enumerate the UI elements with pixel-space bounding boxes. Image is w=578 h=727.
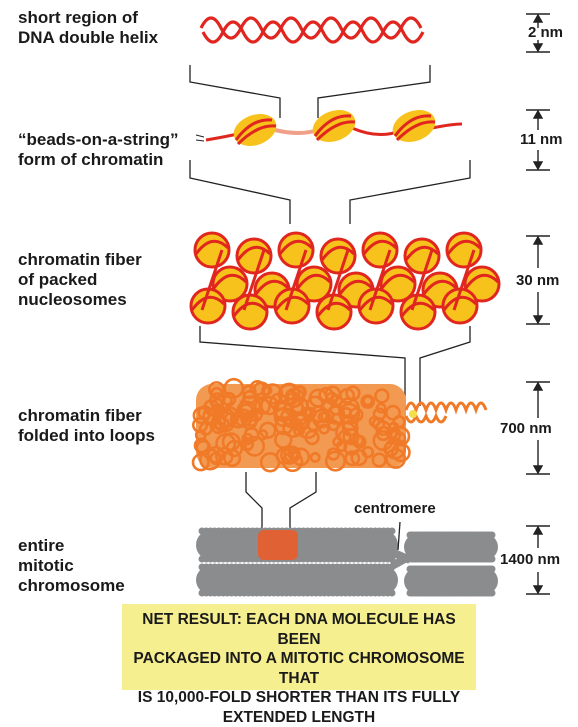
nucleosome-3 — [392, 110, 436, 142]
scale-30nm: 30 nm — [516, 272, 560, 289]
connector-lines-4 — [245, 472, 317, 528]
fiber-nucleosome — [295, 265, 333, 303]
centromere-pointer — [397, 521, 401, 551]
nucleosome-2 — [312, 110, 356, 142]
fiber-nucleosome — [315, 293, 353, 331]
fiber-nucleosome — [463, 265, 501, 303]
connector-lines-3 — [199, 326, 471, 406]
scale-700nm: 700 nm — [500, 420, 552, 437]
dna-double-helix — [199, 14, 425, 46]
chromatin-packaging-diagram — [189, 13, 550, 597]
fiber-nucleosome — [231, 293, 269, 331]
centromere-label: centromere — [354, 500, 436, 517]
fiber-nucleosome — [277, 231, 315, 269]
scale-bars — [526, 13, 550, 595]
chromatin-loops — [191, 377, 488, 473]
fiber-nucleosome — [211, 265, 249, 303]
mitotic-chromosome — [196, 527, 498, 597]
nucleosome-1 — [233, 114, 277, 146]
fiber-nucleosome — [193, 231, 231, 269]
dna-strand-b — [201, 20, 425, 44]
fiber-nucleosome — [361, 231, 399, 269]
scale-11nm: 11 nm — [520, 131, 563, 148]
net-result-box: NET RESULT: EACH DNA MOLECULE HAS BEEN P… — [122, 604, 476, 726]
fiber-nucleosome — [399, 293, 437, 331]
nucleosome-fiber-30nm — [189, 231, 501, 331]
fiber-nucleosome — [319, 237, 357, 275]
fiber-nucleosome — [235, 237, 273, 275]
label-beads-on-a-string: “beads-on-a-string”form of chromatin — [18, 130, 179, 169]
connector-lines-1 — [189, 65, 431, 118]
scale-1400nm: 1400 nm — [500, 551, 561, 568]
fiber-nucleosome — [445, 231, 483, 269]
fiber-nucleosome — [379, 265, 417, 303]
beads-on-a-string — [195, 110, 463, 146]
connector-lines-2 — [189, 160, 471, 224]
scale-2nm: 2 nm — [528, 24, 564, 41]
fiber-nucleosome — [403, 237, 441, 275]
